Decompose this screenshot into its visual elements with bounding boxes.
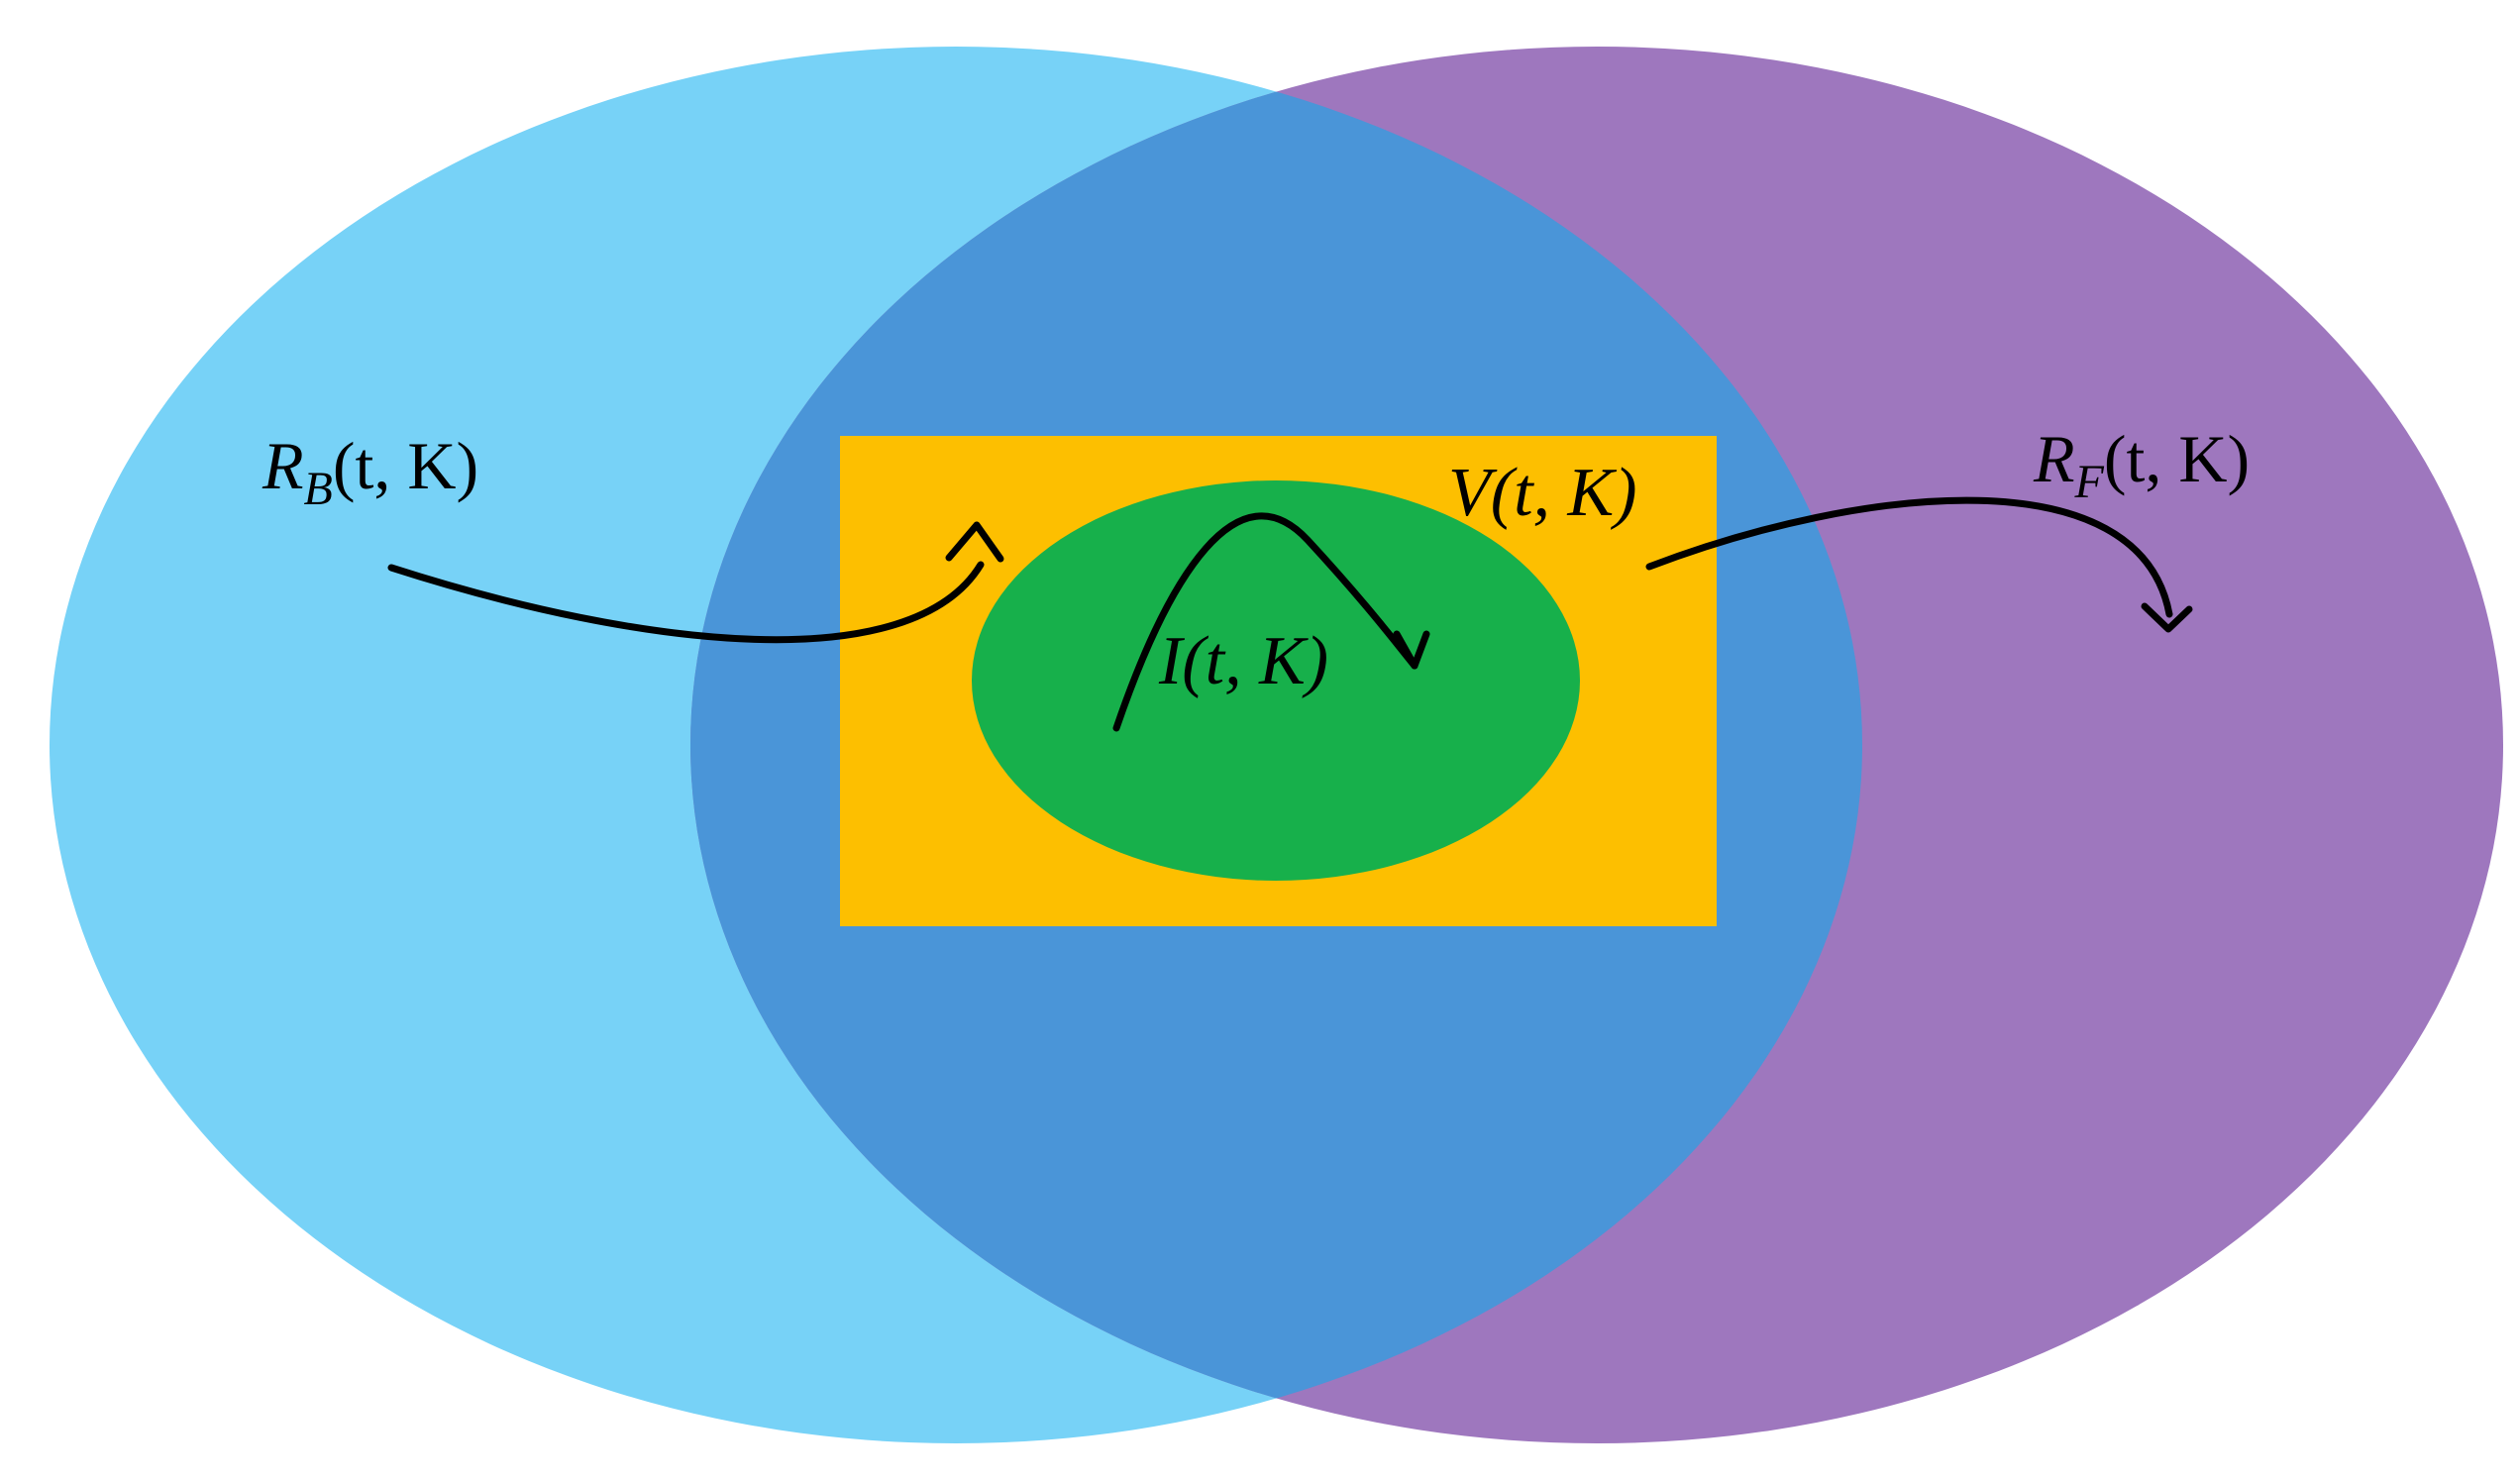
arrow-i-loop [1112, 512, 1430, 732]
label-rb: RB(t, K) [262, 428, 478, 515]
label-v: V(t, K) [1448, 455, 1637, 531]
arrow-v-to-rf [1645, 496, 2193, 633]
label-i: I(t, K) [1158, 623, 1328, 699]
label-rf: RF(t, K) [2033, 421, 2250, 508]
arrow-rb-to-v [387, 521, 1004, 644]
set-i-ellipse [972, 480, 1580, 881]
